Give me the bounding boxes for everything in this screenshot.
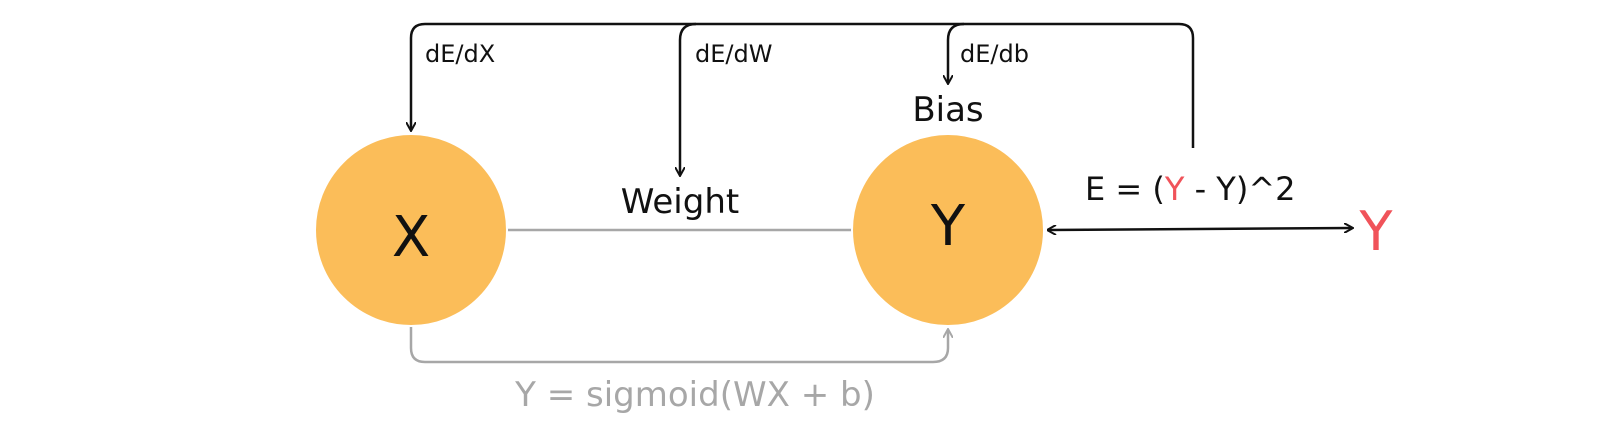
forward-formula: Y = sigmoid(WX + b) [514, 375, 875, 415]
gradient-b-label: dE/db [960, 40, 1029, 68]
output-node [851, 133, 1045, 327]
output-node-label: Y [930, 194, 966, 259]
input-node-label: X [392, 205, 430, 270]
error-formula-target-symbol: Y [1164, 170, 1185, 208]
bias-label: Bias [912, 90, 983, 130]
input-node [314, 133, 508, 327]
backprop-path-to-x [411, 22, 1195, 148]
target-label: Y [1359, 200, 1394, 263]
gradient-w-label: dE/dW [695, 40, 772, 68]
backprop-branch-to-bias [948, 22, 965, 83]
gradient-x-label: dE/dX [425, 40, 495, 68]
weight-label: Weight [621, 182, 739, 222]
backprop-branch-to-weight [680, 22, 697, 175]
forward-pass-arrow [409, 322, 948, 364]
error-formula: E = (Y - Y)^2 [1085, 170, 1296, 208]
error-comparison-arrow [1048, 228, 1352, 230]
